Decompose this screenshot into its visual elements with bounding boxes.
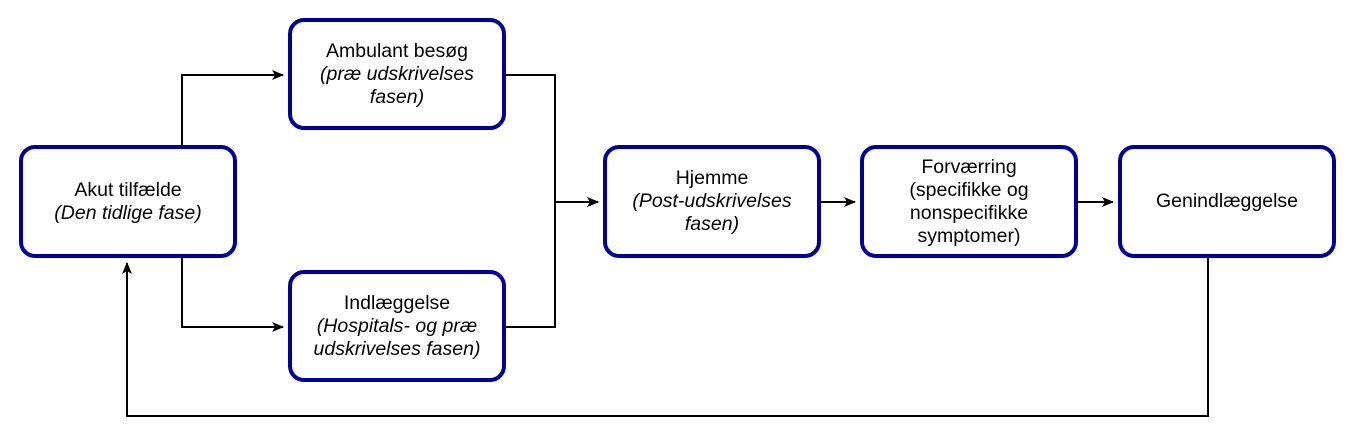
node-hjemme-title: Hjemme — [675, 167, 749, 189]
node-ambulant-subtitle-line1: (præ udskrivelses — [320, 62, 474, 85]
node-ambulant-subtitle-line2: fasen) — [369, 85, 425, 108]
node-indlaeggelse-subtitle-line2: udskrivelses fasen) — [313, 337, 481, 360]
node-forvaerring: Forværring (specifikke og nonspecifikke … — [860, 145, 1078, 258]
node-indlaeggelse: Indlæggelse (Hospitals- og præ udskrivel… — [288, 270, 506, 382]
node-akut-subtitle: (Den tidlige fase) — [54, 201, 202, 224]
node-hjemme-subtitle-line2: fasen) — [684, 213, 740, 235]
node-genindlaeggelse-title: Genindlæggelse — [1155, 190, 1298, 212]
node-hjemme-subtitle-line1: (Post-udskrivelses — [632, 190, 792, 212]
node-ambulant-title: Ambulant besøg — [326, 39, 468, 62]
arrow-akut-to-ambulant — [181, 70, 284, 145]
node-forvaerring-line2: (specifikke og — [909, 178, 1029, 201]
node-akut-tilfaelde: Akut tilfælde (Den tidlige fase) — [19, 145, 237, 258]
arrow-ambulant-to-hjemme — [506, 74, 599, 207]
node-forvaerring-line4: symptomer) — [917, 224, 1021, 247]
node-hjemme: Hjemme (Post-udskrivelses fasen) — [603, 145, 821, 258]
node-forvaerring-line1: Forværring — [921, 155, 1017, 178]
arrow-indlaeggelse-to-hjemme — [506, 197, 599, 328]
node-indlaeggelse-title: Indlæggelse — [343, 291, 451, 314]
arrow-akut-to-indlaeggelse — [181, 258, 284, 332]
node-genindlaeggelse: Genindlæggelse — [1118, 145, 1336, 258]
node-ambulant-besoeg: Ambulant besøg (præ udskrivelses fasen) — [288, 18, 506, 130]
node-forvaerring-line3: nonspecifikke — [909, 201, 1029, 224]
node-akut-title: Akut tilfælde — [74, 178, 182, 201]
arrow-genindlaeggelse-to-akut — [122, 258, 1209, 417]
node-indlaeggelse-subtitle-line1: (Hospitals- og præ — [316, 314, 478, 337]
